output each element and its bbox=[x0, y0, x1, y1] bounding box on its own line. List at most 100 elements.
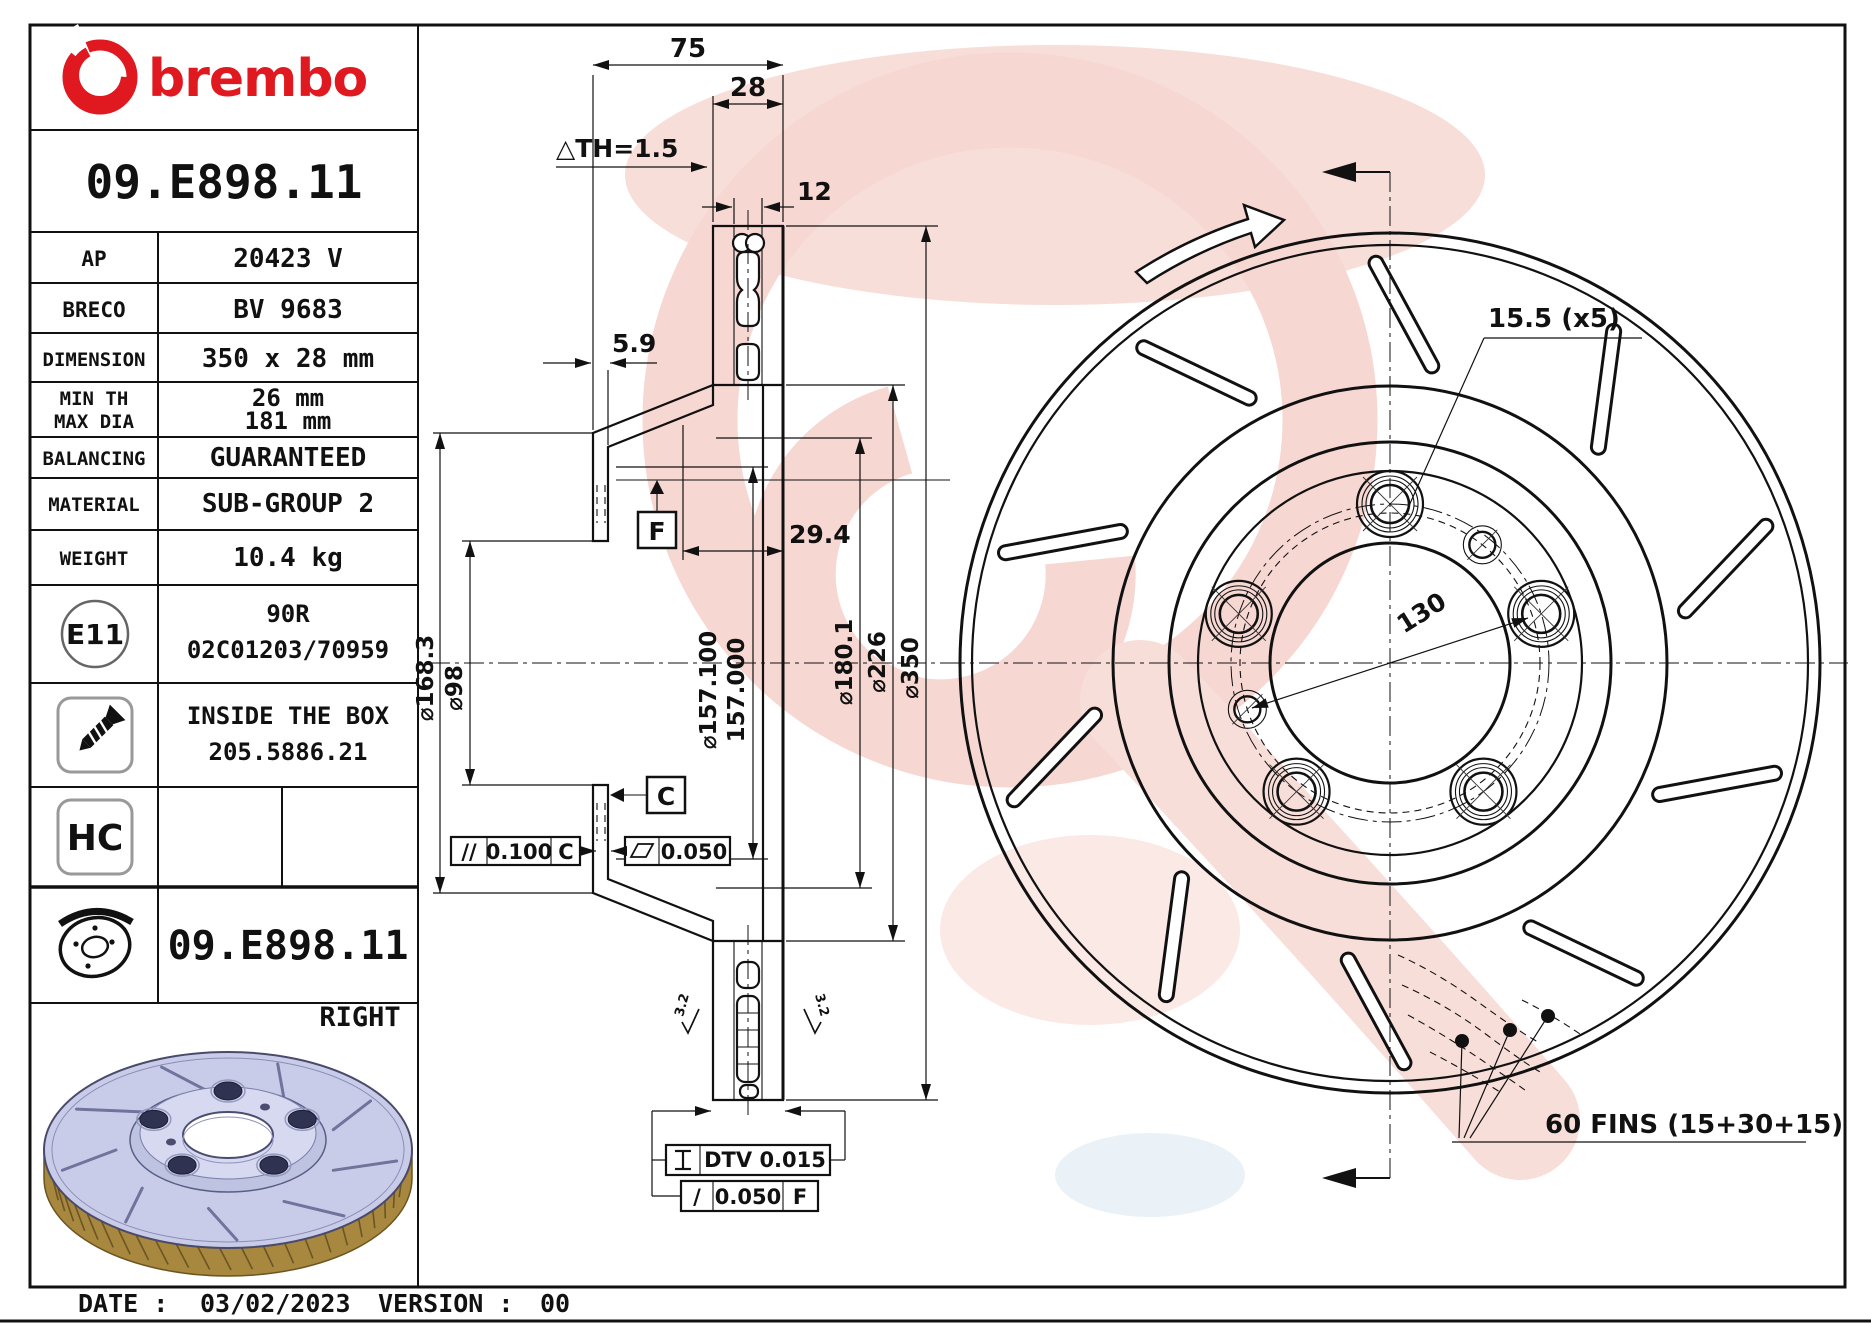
dim-dia-168: ⌀168.3 bbox=[413, 635, 439, 722]
bolt-hole-ring bbox=[1516, 589, 1566, 639]
slot-groove bbox=[1008, 709, 1101, 806]
svg-text:F: F bbox=[793, 1185, 807, 1209]
disc-3d-render bbox=[43, 1051, 413, 1277]
version-value: 00 bbox=[540, 1289, 570, 1318]
dim-dia-350: ⌀350 bbox=[898, 637, 924, 699]
weight-value: 10.4 kg bbox=[233, 543, 343, 573]
dim-29-4: 29.4 bbox=[789, 520, 851, 549]
max-dia-value: 181 mm bbox=[245, 407, 332, 435]
pin-hole-ring bbox=[1468, 530, 1497, 559]
tolerance-leaders bbox=[651, 1106, 846, 1197]
render-bolt-hole bbox=[139, 1109, 169, 1129]
datum-f: F bbox=[616, 479, 950, 550]
knurl-mark bbox=[303, 1236, 314, 1259]
bottom-part-number: 09.E898.11 bbox=[168, 923, 409, 969]
spec-table: 09.E898.11 AP 20423 V BRECO BV 9683 DIME… bbox=[43, 155, 409, 1033]
section-view: 75 28 △TH=1.5 12 5.9 29.4 ⌀157.100 157.0… bbox=[413, 34, 955, 1213]
bolt-hole-ring bbox=[1204, 579, 1273, 648]
ap-label: AP bbox=[81, 247, 106, 271]
render-bolt-ring bbox=[136, 1107, 172, 1132]
material-label: MATERIAL bbox=[48, 494, 140, 516]
bolt-hole-ring bbox=[1214, 589, 1264, 639]
side-label: RIGHT bbox=[319, 1002, 400, 1033]
render-slot bbox=[331, 1099, 373, 1132]
svg-text:60 FINS (15+30+15): 60 FINS (15+30+15) bbox=[1545, 1110, 1843, 1140]
render-bolt-ring bbox=[256, 1153, 292, 1177]
breco-label: BRECO bbox=[62, 298, 125, 322]
slot-groove bbox=[1592, 325, 1620, 453]
bolt-hole-ring bbox=[1454, 763, 1513, 821]
render-slot bbox=[282, 1199, 346, 1218]
bolt-hole-ring bbox=[1458, 767, 1509, 817]
svg-text:0.050: 0.050 bbox=[661, 840, 727, 864]
slot-groove bbox=[1160, 873, 1188, 1001]
dim-28: 28 bbox=[730, 73, 766, 103]
knurl-mark bbox=[341, 1224, 349, 1246]
slot-groove bbox=[1370, 257, 1438, 372]
render-slot bbox=[60, 1148, 118, 1172]
knurl-mark bbox=[283, 1240, 295, 1264]
svg-text:C: C bbox=[657, 782, 675, 811]
bolt-hole-ring bbox=[1210, 585, 1268, 643]
dimension-value: 350 x 28 mm bbox=[202, 344, 374, 374]
render-slot bbox=[160, 1065, 211, 1094]
flatness-tolerance-frame: 0.050 bbox=[611, 835, 732, 867]
slot-groove bbox=[1679, 520, 1772, 617]
pin-hole-ring bbox=[1233, 695, 1262, 724]
knurl-mark bbox=[261, 1243, 275, 1268]
render-bolt-ring bbox=[210, 1079, 246, 1103]
section-dimensions: 75 28 △TH=1.5 12 5.9 29.4 ⌀157.100 157.0… bbox=[413, 34, 938, 1101]
knurl-mark bbox=[357, 1216, 363, 1238]
bolt-hole-ring bbox=[1276, 771, 1317, 812]
svg-text:0.050: 0.050 bbox=[715, 1185, 781, 1209]
pin-hole-centerline bbox=[1467, 529, 1498, 561]
render-bolt-hole bbox=[259, 1155, 289, 1175]
svg-text:E11: E11 bbox=[66, 618, 124, 651]
bolt-hole-ring bbox=[1520, 593, 1562, 635]
flatness-symbol-icon bbox=[629, 843, 655, 858]
svg-text:15.5 (x5): 15.5 (x5) bbox=[1488, 304, 1620, 334]
disc-part-icon bbox=[58, 908, 134, 979]
dim-75: 75 bbox=[670, 34, 706, 64]
render-bolt-ring bbox=[284, 1107, 320, 1132]
bolt-hole-ring bbox=[1507, 579, 1576, 648]
svg-text:3.2: 3.2 bbox=[672, 992, 692, 1018]
part-number: 09.E898.11 bbox=[86, 155, 363, 209]
dim-12: 12 bbox=[797, 177, 832, 206]
svg-text:HC: HC bbox=[67, 818, 124, 859]
bolt-hole-centerline bbox=[1513, 586, 1569, 642]
knurl-mark bbox=[195, 1244, 211, 1270]
e11-badge-icon: E11 bbox=[60, 599, 130, 669]
balancing-value: GUARANTEED bbox=[210, 443, 367, 473]
hc-badge-icon: HC bbox=[56, 798, 134, 876]
bolt-hole-centerline bbox=[1456, 764, 1511, 819]
render-slot bbox=[207, 1206, 239, 1242]
sheet-frame bbox=[0, 23, 1871, 1323]
runout-tolerance-frame: / 0.050 F bbox=[679, 1179, 820, 1213]
render-bolt-hole bbox=[287, 1109, 317, 1129]
surface-roughness-marks: 3.2 3.2 bbox=[672, 992, 832, 1035]
knurl-mark bbox=[153, 1237, 169, 1265]
dim-dia-157-1: ⌀157.100 bbox=[696, 631, 722, 750]
footer-date-line: DATE : 03/02/2023 VERSION : 00 bbox=[78, 1289, 570, 1318]
ap-value: 20423 V bbox=[233, 244, 343, 274]
bolt-hole-ring bbox=[1262, 757, 1331, 826]
svg-text:130: 130 bbox=[1392, 587, 1452, 639]
dim-dia-157-2: 157.000 bbox=[724, 638, 750, 743]
brembo-roundel-icon bbox=[54, 24, 138, 115]
render-bolt-hole bbox=[167, 1155, 197, 1175]
render-slot bbox=[276, 1062, 286, 1101]
breco-value: BV 9683 bbox=[233, 295, 343, 325]
knurl-mark bbox=[174, 1241, 190, 1269]
brembo-logo: brembo bbox=[54, 24, 368, 115]
svg-text:/: / bbox=[693, 1185, 701, 1209]
e11-approval-line2: 02C01203/70959 bbox=[187, 636, 389, 664]
inside-box-line2: 205.5886.21 bbox=[209, 738, 368, 766]
section-direction-arrow-top bbox=[1322, 162, 1390, 182]
bolt-hole-ring bbox=[1512, 585, 1570, 643]
knurl-mark bbox=[217, 1245, 232, 1271]
inside-box-line1: INSIDE THE BOX bbox=[187, 702, 390, 730]
date-value: 03/02/2023 bbox=[200, 1289, 351, 1318]
svg-text://: // bbox=[461, 840, 477, 864]
